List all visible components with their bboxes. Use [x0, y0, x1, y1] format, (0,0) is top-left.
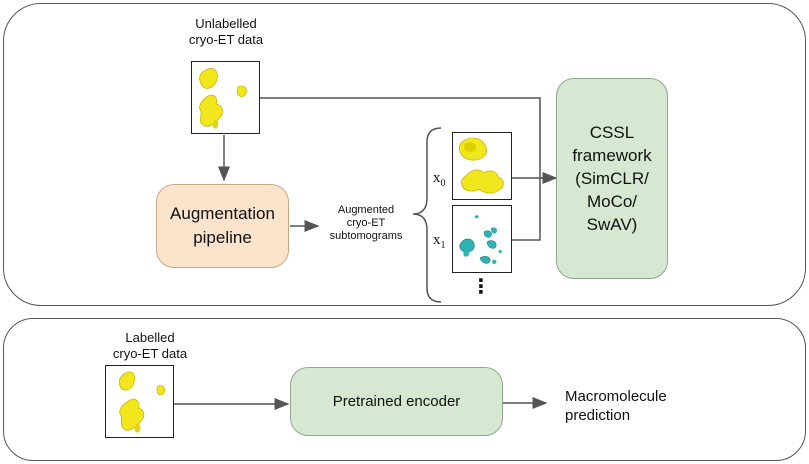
cssl-line5: SwAV) — [586, 215, 638, 234]
augmented-line2: cryo-ET — [346, 217, 386, 229]
labelled-data-title: Labelled cryo-ET data — [100, 330, 200, 362]
augmentation-line2: pipeline — [193, 228, 252, 247]
prediction-line1: Macromolecule — [565, 388, 667, 405]
yellow-density-image — [118, 371, 166, 433]
augmented-line3: subtomograms — [329, 230, 403, 242]
cssl-line2: framework — [572, 146, 652, 165]
top-panel — [3, 3, 806, 306]
encoder-label: Pretrained encoder — [332, 393, 461, 410]
labelled-data-thumbnail — [105, 365, 174, 438]
cssl-line1: CSSL — [589, 123, 635, 142]
arrow-x1-to-cssl — [512, 178, 541, 241]
x0-thumbnail — [452, 132, 512, 200]
cssl-line3: (SimCLR/ — [575, 169, 649, 188]
augmentation-line1: Augmentation — [170, 204, 275, 223]
unlabelled-title-line1: Unlabelled — [195, 16, 257, 31]
unlabelled-title-line2: cryo-ET data — [188, 32, 264, 47]
cssl-line4: MoCo/ — [586, 192, 638, 211]
unlabelled-data-thumbnail — [191, 61, 260, 134]
augmented-subtomograms-label: Augmented cryo-ET subtomograms — [318, 204, 414, 243]
unlabelled-data-title: Unlabelled cryo-ET data — [176, 16, 276, 48]
x0-subscript: 0 — [440, 178, 446, 189]
cssl-framework-box: CSSL framework (SimCLR/ MoCo/ SwAV) — [556, 78, 668, 279]
x1-label: x1 — [433, 232, 446, 251]
subtomogram-brace — [412, 127, 442, 303]
x0-label: x0 — [433, 170, 446, 189]
x1-subscript: 1 — [440, 240, 446, 251]
prediction-label: Macromolecule prediction — [565, 387, 667, 425]
labelled-title-line2: cryo-ET data — [112, 346, 188, 361]
x1-thumbnail — [452, 205, 512, 273]
labelled-title-line1: Labelled — [125, 330, 175, 345]
pretrained-encoder-box: Pretrained encoder — [290, 367, 503, 436]
augmentation-pipeline-box: Augmentation pipeline — [156, 184, 289, 268]
x1-base: x — [433, 232, 441, 248]
yellow-density-image — [199, 67, 247, 129]
augmented-line1: Augmented — [337, 204, 395, 216]
x0-base: x — [433, 170, 441, 186]
cyan-density-image — [459, 215, 502, 265]
prediction-line2: prediction — [565, 407, 631, 424]
yellow-density-image — [458, 137, 504, 194]
more-subtomograms-ellipsis: ⋮ — [471, 276, 491, 298]
